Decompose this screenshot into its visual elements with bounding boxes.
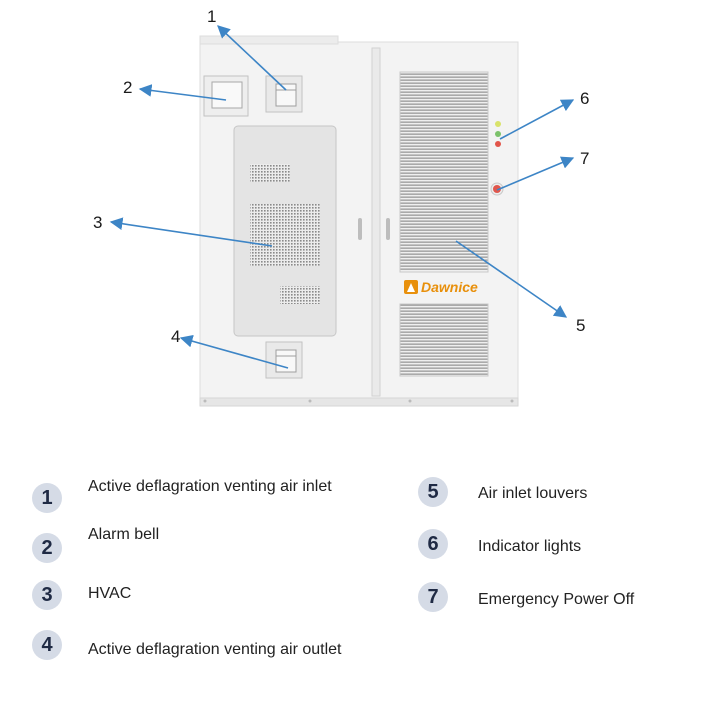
arrow-3 xyxy=(109,217,273,247)
alarm-bell xyxy=(203,75,249,117)
dawnice-logo: Dawnice xyxy=(404,279,478,295)
indicator-lights xyxy=(495,121,501,147)
legend-label-6: Indicator lights xyxy=(478,538,582,555)
arrow-1 xyxy=(217,25,287,91)
emergency-power-off-button xyxy=(490,182,504,196)
leader-arrows xyxy=(109,25,575,369)
arrow-6 xyxy=(499,99,575,140)
legend-label-3: HVAC xyxy=(88,585,132,602)
arrow-5 xyxy=(455,240,568,318)
svg-text:Dawnice: Dawnice xyxy=(421,279,478,295)
legend-badge-1: 1 xyxy=(32,483,62,513)
callout-1: 1 xyxy=(207,7,216,26)
hvac-unit xyxy=(233,125,337,337)
legend-label-5: Air inlet louvers xyxy=(478,485,588,502)
legend-label-4: Active deflagration venting air outlet xyxy=(88,641,342,658)
legend-badge-5: 5 xyxy=(418,477,448,507)
callout-4: 4 xyxy=(171,327,180,346)
legend-badge-6: 6 xyxy=(418,529,448,559)
callout-6: 6 xyxy=(580,89,589,108)
legend-badge-7: 7 xyxy=(418,582,448,612)
air-inlet-louvers xyxy=(399,71,489,377)
callout-2: 2 xyxy=(123,78,132,97)
legend-label-1: Active deflagration venting air inlet xyxy=(88,478,332,495)
legend-badge-4: 4 xyxy=(32,630,62,660)
cabinet-diagram: Dawnice 1 2 3 4 5 6 7 xyxy=(93,7,589,407)
arrow-4 xyxy=(179,334,289,369)
callout-5: 5 xyxy=(576,316,585,335)
arrow-2 xyxy=(138,84,227,101)
legend-label-2: Alarm bell xyxy=(88,526,160,543)
callout-7: 7 xyxy=(580,149,589,168)
deflagration-air-inlet xyxy=(265,75,303,113)
deflagration-air-outlet xyxy=(265,341,303,379)
callout-3: 3 xyxy=(93,213,102,232)
legend-label-7: Emergency Power Off xyxy=(478,591,635,608)
legend-badge-3: 3 xyxy=(32,580,62,610)
legend-badge-2: 2 xyxy=(32,533,62,563)
arrow-7 xyxy=(496,156,575,191)
